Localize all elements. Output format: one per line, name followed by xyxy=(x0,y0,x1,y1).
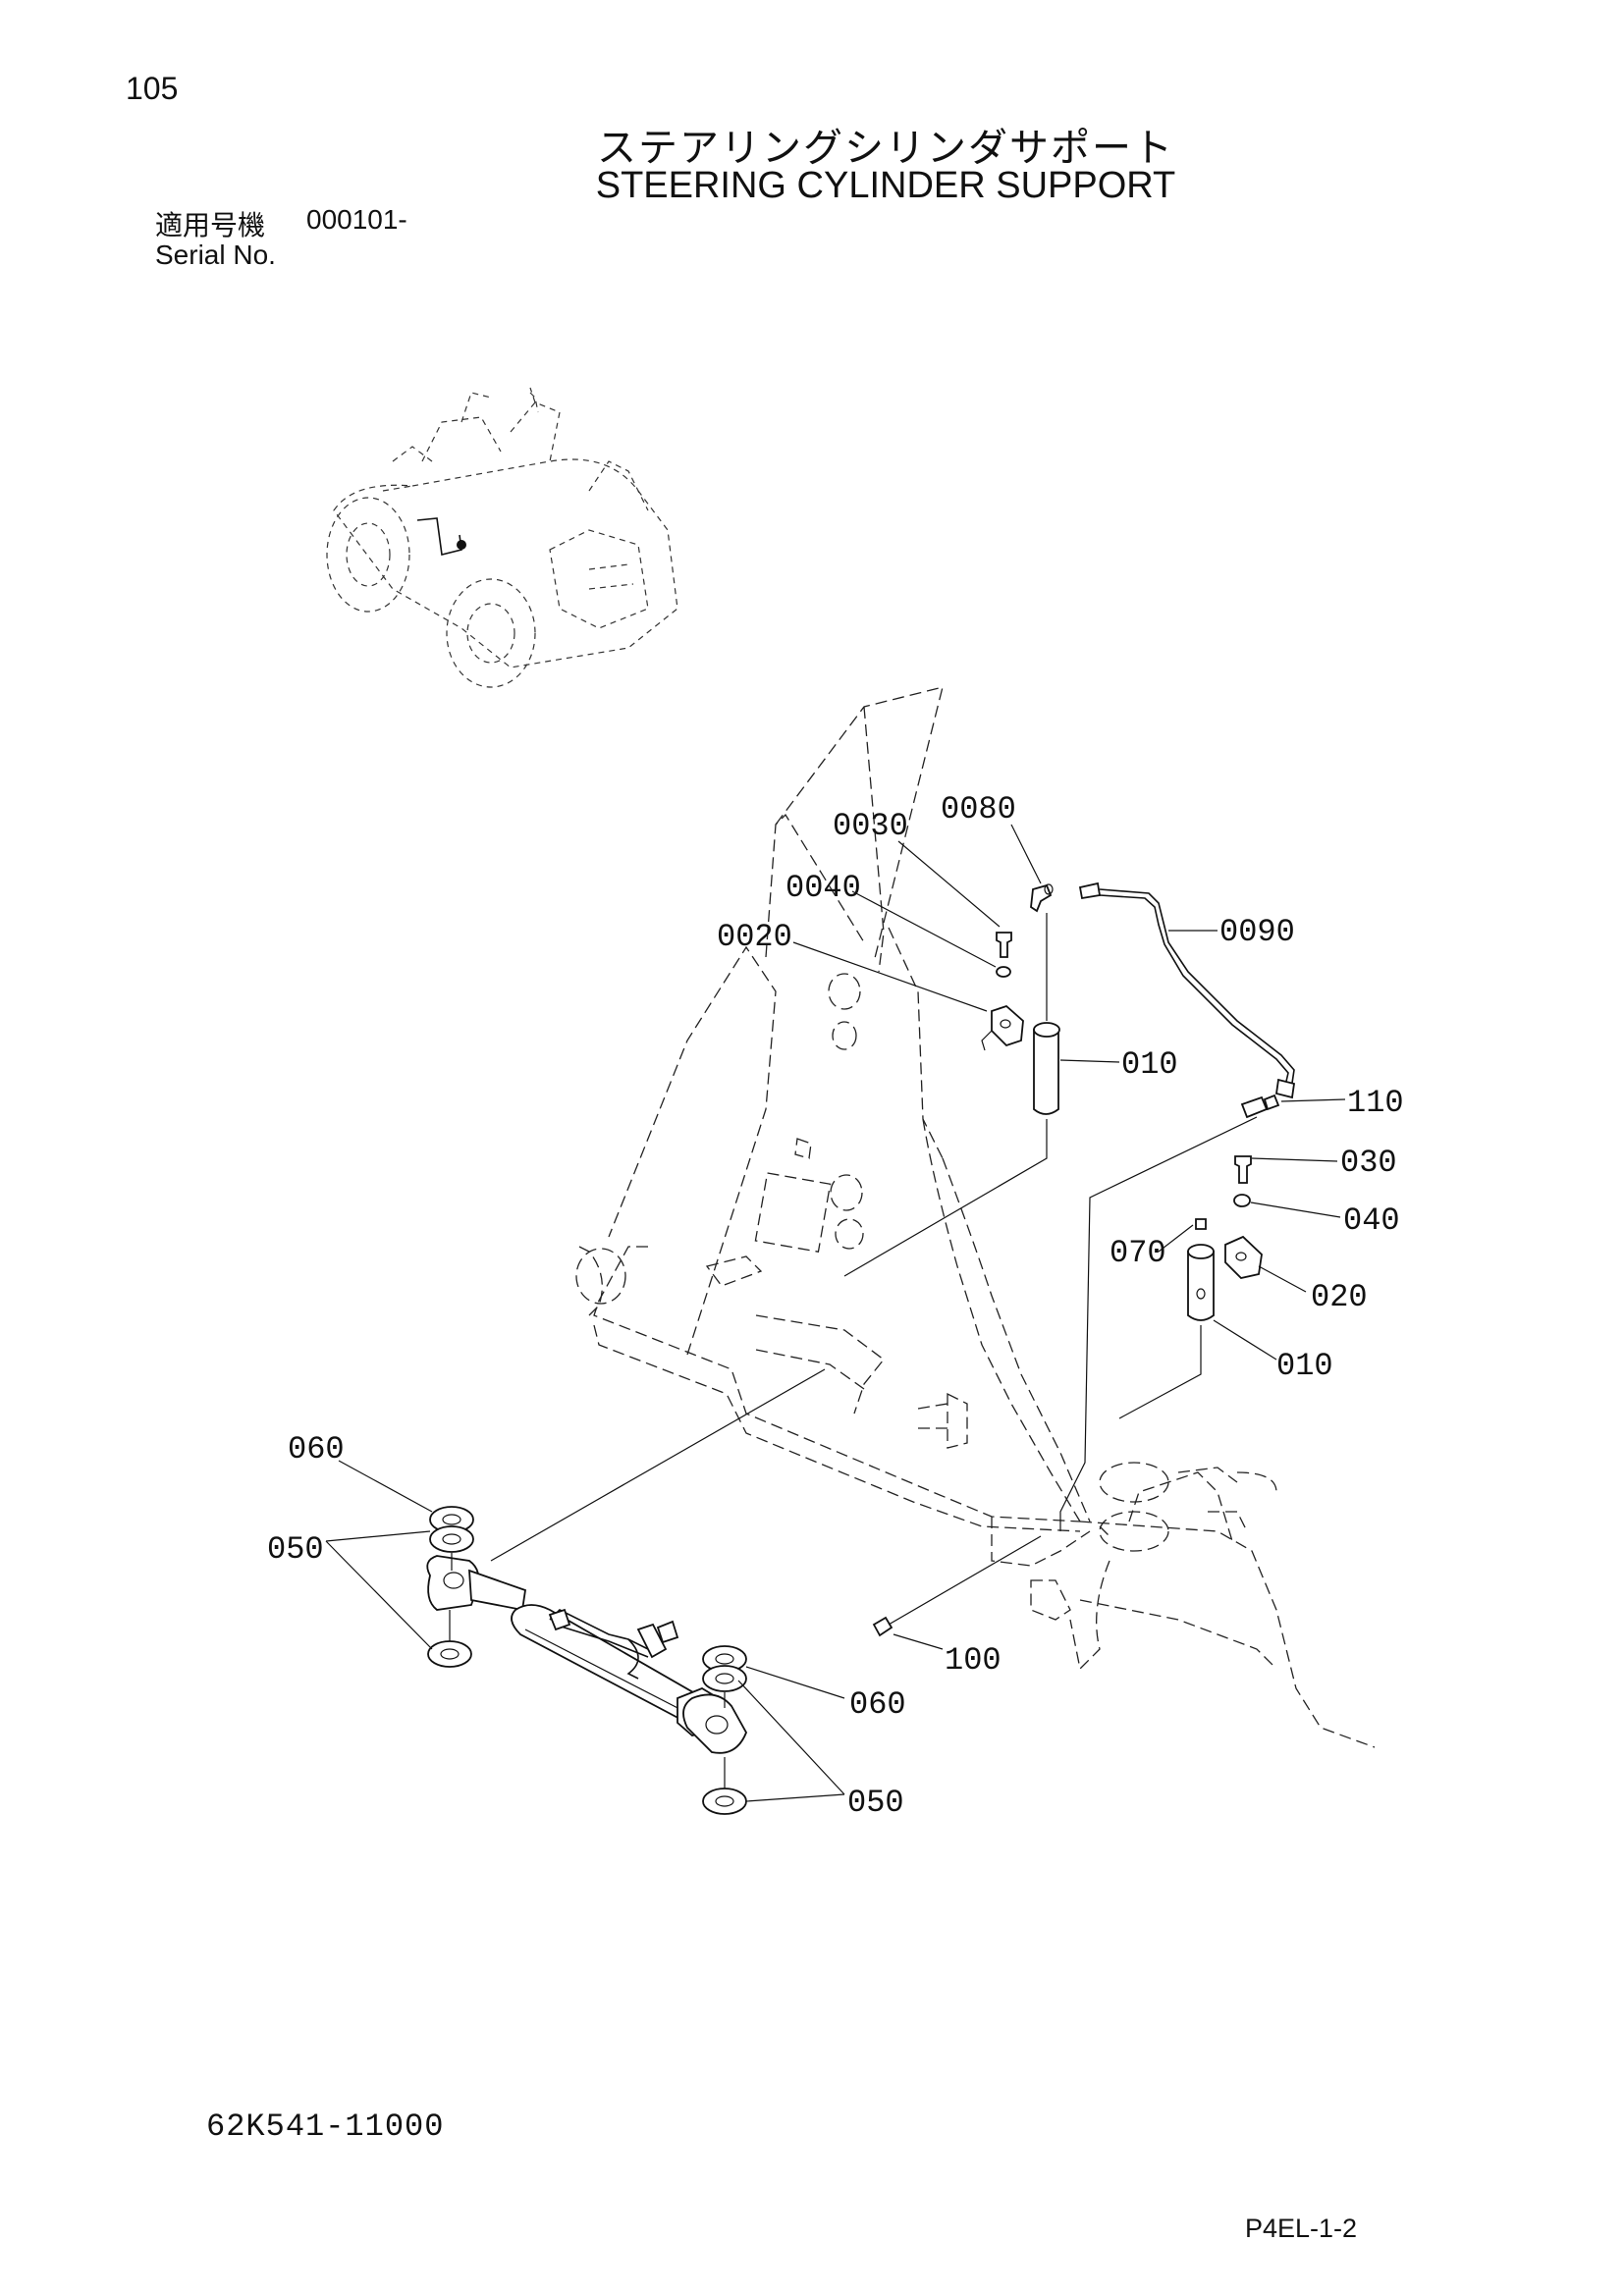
bolt-030-right xyxy=(1234,1155,1252,1184)
machine-overview-thumbnail xyxy=(326,387,678,688)
callout-110: 110 xyxy=(1347,1085,1404,1121)
callout-0040: 0040 xyxy=(785,870,861,906)
washers-left xyxy=(427,1506,474,1668)
sheet-code: P4EL-1-2 xyxy=(1245,2214,1358,2243)
fitting-0110 xyxy=(1240,1094,1280,1119)
serial-label-english: Serial No. xyxy=(155,240,276,270)
pin-010-right xyxy=(1187,1244,1215,1321)
callout-010-upper: 010 xyxy=(1121,1046,1178,1083)
washers-right xyxy=(702,1645,747,1815)
plate-0020 xyxy=(981,1004,1024,1051)
hose-0090 xyxy=(1078,881,1296,1099)
serial-number-value: 000101- xyxy=(306,204,407,235)
callout-020: 020 xyxy=(1311,1279,1368,1315)
pin-0010-left xyxy=(1033,1022,1060,1115)
grease-nipple-070 xyxy=(1195,1218,1207,1230)
callout-010-lower: 010 xyxy=(1276,1348,1333,1384)
callout-0090: 0090 xyxy=(1219,914,1295,950)
callout-0080: 0080 xyxy=(941,791,1016,828)
page-title-english: STEERING CYLINDER SUPPORT xyxy=(595,165,1176,206)
page-title-japanese: ステアリングシリンダサポート xyxy=(597,126,1174,171)
callout-050-right: 050 xyxy=(847,1785,904,1821)
callout-0020: 0020 xyxy=(717,919,792,955)
callout-060-left: 060 xyxy=(288,1431,345,1468)
serial-label-japanese: 適用号機 xyxy=(155,209,266,241)
steering-cylinder xyxy=(426,1555,747,1754)
fitting-0100 xyxy=(872,1616,893,1637)
bolt-0030-left xyxy=(996,932,1012,958)
fitting-0080 xyxy=(1030,883,1054,913)
callout-050-left: 050 xyxy=(267,1531,324,1568)
callout-060-right: 060 xyxy=(849,1686,906,1723)
drawing-number: 62K541-11000 xyxy=(206,2109,445,2145)
page-number: 105 xyxy=(126,71,179,106)
front-frame-outline xyxy=(575,686,1376,1748)
plate-020-right xyxy=(1224,1235,1263,1279)
callout-030: 030 xyxy=(1340,1145,1397,1181)
callout-040: 040 xyxy=(1343,1202,1400,1239)
washer-040-right xyxy=(1233,1194,1251,1207)
callout-0030: 0030 xyxy=(833,808,908,844)
callout-070: 070 xyxy=(1110,1235,1166,1271)
washer-0040-left xyxy=(996,966,1011,978)
callout-labels: 0030 0080 0040 0090 0020 010 110 030 040… xyxy=(267,791,1404,1821)
callout-100: 100 xyxy=(945,1642,1001,1679)
assembly-lines xyxy=(449,913,1258,1789)
leader-lines xyxy=(325,824,1346,1802)
